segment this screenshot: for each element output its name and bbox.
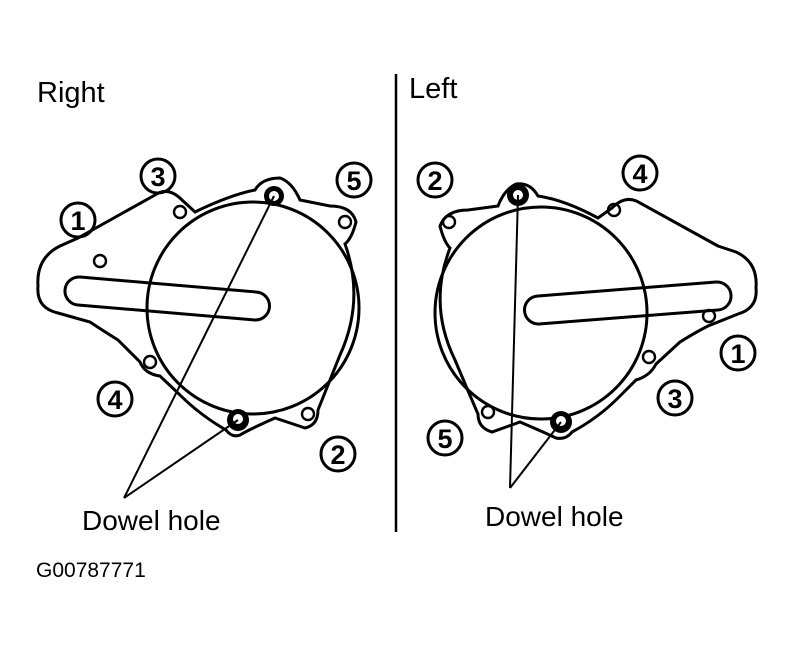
left-bolt-hole-5 — [480, 404, 496, 420]
left-callout-1: 1 — [719, 334, 757, 372]
right-bolt-hole-5 — [337, 214, 353, 230]
svg-text:4: 4 — [632, 159, 647, 189]
left-bolt-hole-2 — [441, 214, 457, 230]
left-dowel-hole-label: Dowel hole — [485, 501, 624, 532]
right-dowel-hole-label: Dowel hole — [82, 505, 221, 536]
right-pump-housing — [36, 176, 361, 438]
right-callout-2: 2 — [319, 435, 357, 473]
left-side-title: Left — [409, 73, 457, 105]
svg-text:1: 1 — [730, 339, 745, 369]
left-callout-2: 2 — [416, 161, 454, 199]
left-bolt-hole-1 — [701, 308, 717, 324]
svg-text:3: 3 — [150, 162, 165, 192]
left-pump-chamber — [433, 205, 649, 421]
left-callout-3: 3 — [656, 379, 694, 417]
right-callout-3: 3 — [139, 157, 177, 195]
right-pump-chamber — [145, 200, 361, 416]
right-dowel-leaders — [123, 195, 275, 499]
svg-text:5: 5 — [437, 424, 452, 454]
left-callouts: 1 2 3 4 5 — [416, 154, 757, 457]
svg-text:4: 4 — [107, 385, 122, 415]
right-inlet-slot — [63, 275, 271, 322]
right-bolt-hole-1 — [92, 253, 108, 269]
left-callout-5: 5 — [426, 419, 464, 457]
right-callout-4: 4 — [96, 380, 134, 418]
svg-text:3: 3 — [667, 384, 682, 414]
left-dowel-hole-bottom-bore — [556, 416, 566, 426]
left-bolt-hole-3 — [641, 349, 657, 365]
svg-text:2: 2 — [330, 440, 345, 470]
left-housing-outline — [438, 182, 758, 440]
left-dowel-leaders — [509, 194, 562, 489]
svg-text:2: 2 — [427, 166, 442, 196]
right-bolt-hole-3 — [172, 204, 188, 220]
left-inlet-slot — [523, 280, 733, 326]
right-bolt-hole-2 — [300, 406, 316, 422]
right-callout-5: 5 — [335, 161, 373, 199]
left-pump-housing — [433, 182, 758, 440]
right-callouts: 1 2 3 4 5 — [59, 157, 373, 473]
right-callout-1: 1 — [59, 201, 97, 239]
svg-text:1: 1 — [70, 206, 85, 236]
left-bolt-hole-4 — [606, 202, 622, 218]
left-callout-4: 4 — [621, 154, 659, 192]
figure-id: G00787771 — [36, 559, 146, 582]
right-bolt-hole-4 — [142, 354, 158, 370]
right-housing-outline — [36, 176, 358, 438]
right-side-title: Right — [37, 77, 105, 109]
svg-text:5: 5 — [346, 166, 361, 196]
